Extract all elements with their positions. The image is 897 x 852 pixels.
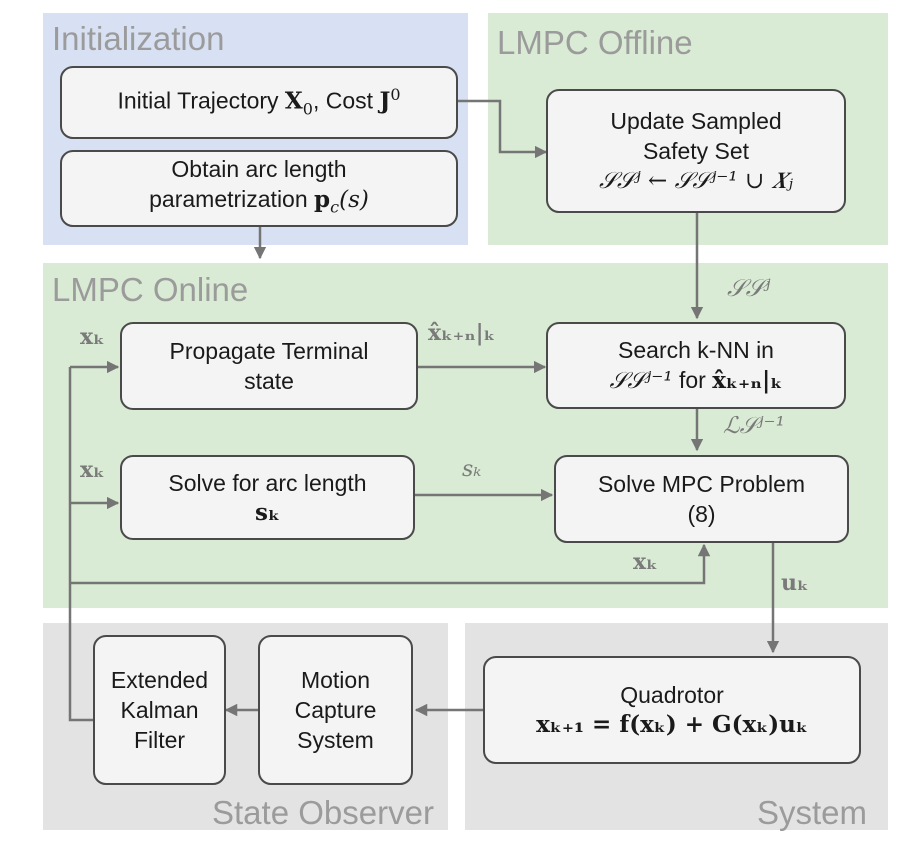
- ekf-line1: Extended: [110, 667, 209, 693]
- ekf-line3: Filter: [133, 727, 186, 753]
- label-x-k-solvearc: xₖ: [80, 457, 105, 483]
- update-safety-formula: 𝒮𝒮ʲ ← 𝒮𝒮ʲ⁻¹ ∪ 𝑿ⱼ: [599, 168, 793, 194]
- search-knn-line2: 𝒮𝒮ʲ⁻¹ for x̂ₖ₊ₙ|ₖ: [609, 367, 783, 394]
- solve-mpc-line2: (8): [687, 501, 716, 527]
- system-title: System: [757, 794, 868, 831]
- lmpc-offline-title: LMPC Offline: [497, 24, 693, 61]
- ekf-line2: Kalman: [120, 697, 199, 723]
- motion-capture-line1: Motion: [300, 667, 371, 693]
- lmpc-online-region: [43, 263, 888, 608]
- quadrotor-dynamics: xₖ₊₁ = f(xₖ) + G(xₖ)uₖ: [536, 711, 808, 738]
- ekf-box: Extended Kalman Filter: [93, 635, 226, 785]
- propagate-line1: Propagate Terminal: [169, 338, 369, 364]
- label-x-k-propagate: xₖ: [80, 324, 105, 350]
- propagate-line2: state: [244, 368, 294, 394]
- state-observer-title: State Observer: [212, 794, 434, 831]
- solve-mpc-line1: Solve MPC Problem: [597, 471, 806, 497]
- arc-param-line2: parametrization pc(s): [149, 186, 369, 217]
- arrow-feedback-to-mpc: [70, 543, 711, 585]
- motion-capture-line3: System: [297, 727, 374, 753]
- arc-param-line1: Obtain arc length: [171, 156, 347, 183]
- arrow-init-to-update: [458, 99, 548, 159]
- lmpc-online-title: LMPC Online: [52, 271, 249, 308]
- motion-capture-box: Motion Capture System: [258, 635, 413, 785]
- search-knn-box: Search k-NN in 𝒮𝒮ʲ⁻¹ for x̂ₖ₊ₙ|ₖ: [546, 322, 846, 409]
- update-safety-set-box: Update Sampled Safety Set 𝒮𝒮ʲ ← 𝒮𝒮ʲ⁻¹ ∪ …: [546, 89, 846, 213]
- label-x-k-mpc: xₖ: [633, 549, 658, 575]
- label-ss-j: 𝒮𝒮ʲ: [727, 274, 771, 302]
- propagate-terminal-box: Propagate Terminal state: [120, 322, 418, 410]
- feedback-line: [68, 367, 93, 722]
- solve-arc-line1: Solve for arc length: [168, 469, 367, 496]
- quadrotor-line1: Quadrotor: [620, 682, 724, 708]
- search-knn-line1: Search k-NN in: [618, 337, 774, 363]
- initial-trajectory-box: Initial Trajectory X0, Cost J0: [60, 66, 458, 139]
- label-ls: ℒ𝒮ʲ⁻¹: [723, 413, 785, 439]
- initial-trajectory-text: Initial Trajectory X0, Cost J0: [117, 85, 401, 119]
- solve-mpc-box: Solve MPC Problem (8): [554, 455, 849, 543]
- label-s-k: sₖ: [462, 457, 482, 482]
- motion-capture-line2: Capture: [294, 697, 377, 723]
- solve-arc-length-box: Solve for arc length sₖ: [120, 455, 415, 540]
- initialization-title: Initialization: [52, 20, 225, 57]
- update-safety-line2: Safety Set: [642, 138, 750, 164]
- label-xhat-propagate: x̂ₖ₊ₙ|ₖ: [428, 320, 496, 346]
- solve-arc-line2: sₖ: [255, 498, 280, 526]
- arc-param-box: Obtain arc length parametrization pc(s): [60, 150, 458, 227]
- quadrotor-box: Quadrotor xₖ₊₁ = f(xₖ) + G(xₖ)uₖ: [483, 656, 861, 764]
- update-safety-line1: Update Sampled: [610, 108, 782, 134]
- label-u-k: uₖ: [781, 570, 809, 596]
